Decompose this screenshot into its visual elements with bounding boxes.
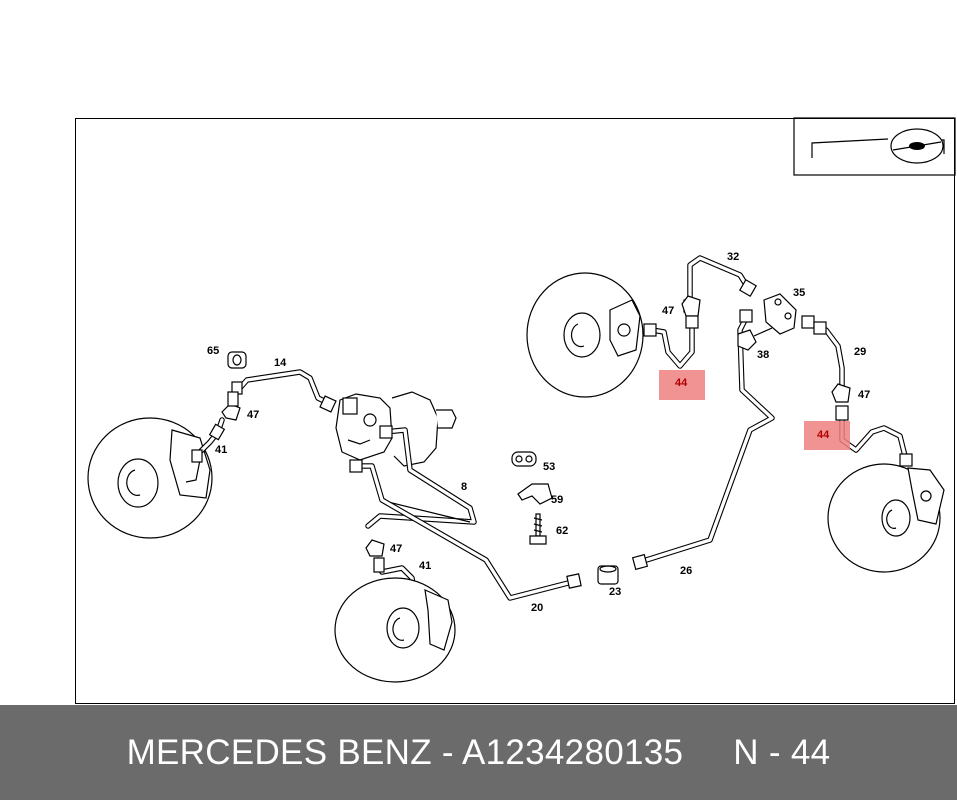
orientation-inset: [793, 117, 956, 176]
bracket-47-right: [831, 383, 851, 403]
clip-53: [511, 451, 537, 467]
brake-disc-left-rear: [334, 577, 456, 683]
callout-62: 62: [556, 525, 568, 537]
brake-line-29: [801, 315, 845, 395]
callout-47-upper: 47: [662, 305, 674, 317]
bracket-47-left: [221, 391, 241, 421]
rubber-mount-65: [227, 351, 247, 369]
brand-part-number: MERCEDES BENZ - A1234280135: [126, 732, 684, 772]
screw-62: [529, 513, 547, 545]
callout-32: 32: [727, 251, 739, 263]
position-number: N - 44: [733, 732, 831, 772]
master-cylinder: [335, 391, 457, 467]
steering-wheel-icon: [890, 128, 944, 164]
callout-59: 59: [551, 494, 563, 506]
callout-23: 23: [609, 586, 621, 598]
callout-8: 8: [461, 481, 467, 493]
callout-35: 35: [793, 287, 805, 299]
highlight-44-right[interactable]: [804, 421, 850, 450]
brake-line-diagram: 65 14 47 41 8 53 59 62 47 41 20 23 26 32…: [87, 117, 956, 683]
callout-20: 20: [531, 602, 543, 614]
callout-53: 53: [543, 461, 555, 473]
callout-47-lower: 47: [390, 543, 402, 555]
callout-14: 14: [274, 357, 287, 369]
callout-41-lower: 41: [419, 560, 431, 572]
hose-44-upper: [643, 315, 699, 369]
bracket-47-lower: [365, 539, 385, 557]
brake-disc-right-front: [526, 272, 644, 398]
brake-line-26: [631, 309, 775, 571]
callout-26: 26: [680, 565, 692, 577]
diagram-frame: [75, 118, 955, 704]
bracket-47-upper: [681, 295, 701, 317]
bolt-38: [737, 327, 773, 351]
brake-line-20: [349, 459, 582, 601]
brake-disc-left-front: [87, 417, 213, 539]
callout-47: 47: [247, 409, 259, 421]
t-piece-35: [763, 293, 797, 335]
highlight-label-44-right: 44: [817, 429, 830, 441]
callout-29: 29: [854, 346, 866, 358]
highlight-label-44-upper: 44: [675, 377, 688, 389]
part-info-footer: MERCEDES BENZ - A1234280135 N - 44: [0, 705, 957, 800]
highlight-44-upper[interactable]: [659, 370, 705, 400]
clamp-59: [517, 483, 553, 505]
hose-41-left: [191, 417, 226, 463]
brake-disc-right-rear: [827, 463, 945, 573]
callout-41: 41: [215, 444, 227, 456]
brake-line-14: [231, 369, 337, 413]
callout-65: 65: [207, 345, 219, 357]
connector-23: [597, 565, 619, 585]
callout-47-right: 47: [858, 389, 870, 401]
callout-38: 38: [757, 349, 769, 361]
